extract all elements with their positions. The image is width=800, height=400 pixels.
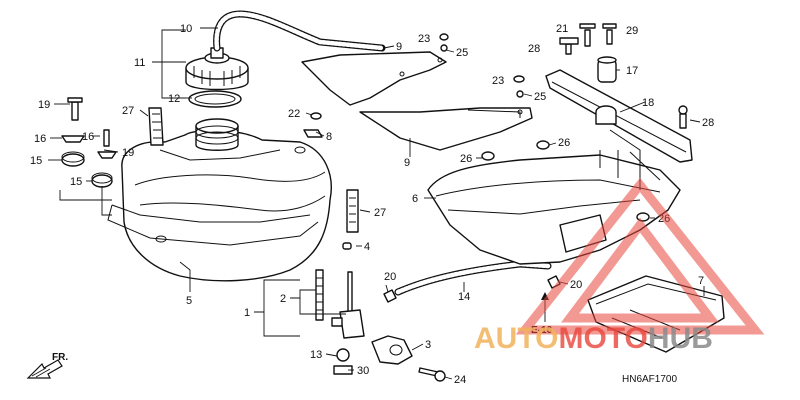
callout-16: 16 [34,133,46,145]
watermark-moto: MOTO [558,322,647,355]
callout-5: 5 [186,295,192,307]
callout-2: 2 [280,293,286,305]
watermark: AUTOMOTOHUB [474,177,765,355]
fuel-tank [107,118,332,282]
fuel-valve-assembly [315,269,446,382]
bolts-and-nuts [303,23,688,222]
callout-26b: 26 [460,153,472,165]
callout-11: 11 [134,57,145,69]
callout-25b: 25 [534,91,546,103]
cap-gasket [188,90,242,108]
callout-13: 13 [310,349,322,361]
callout-4: 4 [364,241,370,253]
diagram-code: HN6AF1700 [622,374,677,385]
callout-19b: 19 [122,147,134,159]
rubber-pad-upper [148,107,164,146]
callout-14: 14 [458,291,470,303]
callout-19: 19 [38,99,50,111]
callout-28: 28 [528,43,540,55]
fuel-tube [394,260,552,296]
callout-27: 27 [122,105,134,117]
front-label: FR. [52,352,68,363]
front-direction-arrow: FR. [26,352,68,379]
tube-clamp-left [383,289,397,303]
callout-9: 9 [396,41,402,53]
leader-lines [48,27,705,380]
storage-box [427,150,681,265]
callout-28b: 28 [702,117,714,129]
svg-text:AUTOMOTOHUB: AUTOMOTOHUB [474,322,713,355]
callout-3: 3 [425,339,431,351]
callout-23: 23 [418,33,430,45]
mounting-bracket [545,69,693,190]
callout-30: 30 [357,365,369,377]
side-cover-upper [301,51,447,106]
callout-1: 1 [244,307,250,319]
callout-18: 18 [642,97,654,109]
callout-16b: 16 [82,131,94,143]
callout-26: 26 [558,137,570,149]
callout-20b: 20 [570,279,582,291]
callout-27b: 27 [374,207,386,219]
callout-24: 24 [454,374,466,386]
callout-25: 25 [456,47,468,59]
callout-15b: 15 [70,176,82,188]
callout-20: 20 [384,271,396,283]
callout-12: 12 [168,93,180,105]
callout-23b: 23 [492,75,504,87]
callout-8: 8 [326,131,332,143]
callout-22: 22 [288,108,300,120]
callout-15: 15 [30,155,42,167]
callout-9b: 9 [404,157,410,169]
fuel-cap [185,47,249,91]
rubber-mount [597,56,617,83]
watermark-hub: HUB [648,322,713,355]
callout-7: 7 [698,275,704,287]
side-cover-lower [359,107,533,151]
clip-4 [342,242,352,250]
watermark-auto: AUTO [474,322,558,355]
callout-6: 6 [412,193,418,205]
callout-labels: 10 11 12 19 27 16 16 19 15 15 5 22 8 27 … [30,23,714,386]
callout-29: 29 [626,25,638,37]
callout-10: 10 [180,23,192,35]
callout-17: 17 [626,65,638,77]
breather-tube [213,10,386,52]
rubber-pad-lower [346,189,359,233]
callout-21: 21 [556,23,568,35]
